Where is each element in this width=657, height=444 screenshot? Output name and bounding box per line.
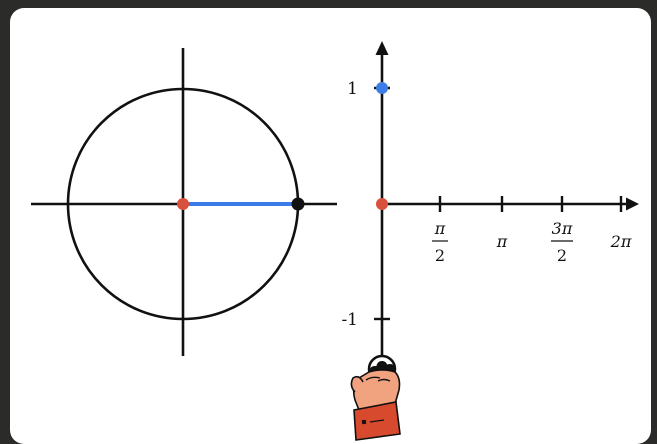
- graph-origin-marker: [376, 198, 388, 210]
- y-tick-label: 1: [347, 79, 358, 99]
- x-tick-2pi: 2π: [610, 196, 632, 251]
- drag-handle[interactable]: [350, 354, 401, 441]
- x-tick-label-numerator: π: [434, 219, 446, 238]
- x-axis-arrowhead: [626, 197, 639, 211]
- x-tick-label-denominator: 2: [557, 246, 567, 265]
- circle-point[interactable]: [291, 197, 305, 211]
- canvas-card: 1 -1 π 2 π 3π 2: [10, 8, 651, 444]
- x-tick-3pi-over-2: 3π 2: [551, 196, 573, 265]
- pointing-hand-icon: [350, 361, 401, 441]
- y-tick-label: -1: [341, 310, 358, 330]
- x-tick-label-numerator: 3π: [552, 219, 573, 238]
- x-tick-pi: π: [496, 196, 508, 251]
- x-tick-label: π: [496, 232, 508, 251]
- x-tick-label: 2π: [610, 232, 632, 251]
- trig-diagram: 1 -1 π 2 π 3π 2: [31, 41, 639, 441]
- y-axis-arrowhead: [375, 41, 389, 55]
- x-tick-pi-over-2: π 2: [432, 196, 448, 265]
- graph-group: 1 -1 π 2 π 3π 2: [341, 41, 639, 358]
- graph-value-marker: [376, 82, 388, 94]
- y-tick-minus-1: -1: [341, 310, 390, 330]
- center-point: [177, 198, 189, 210]
- x-tick-label-denominator: 2: [435, 246, 445, 265]
- unit-circle-group: [31, 48, 337, 356]
